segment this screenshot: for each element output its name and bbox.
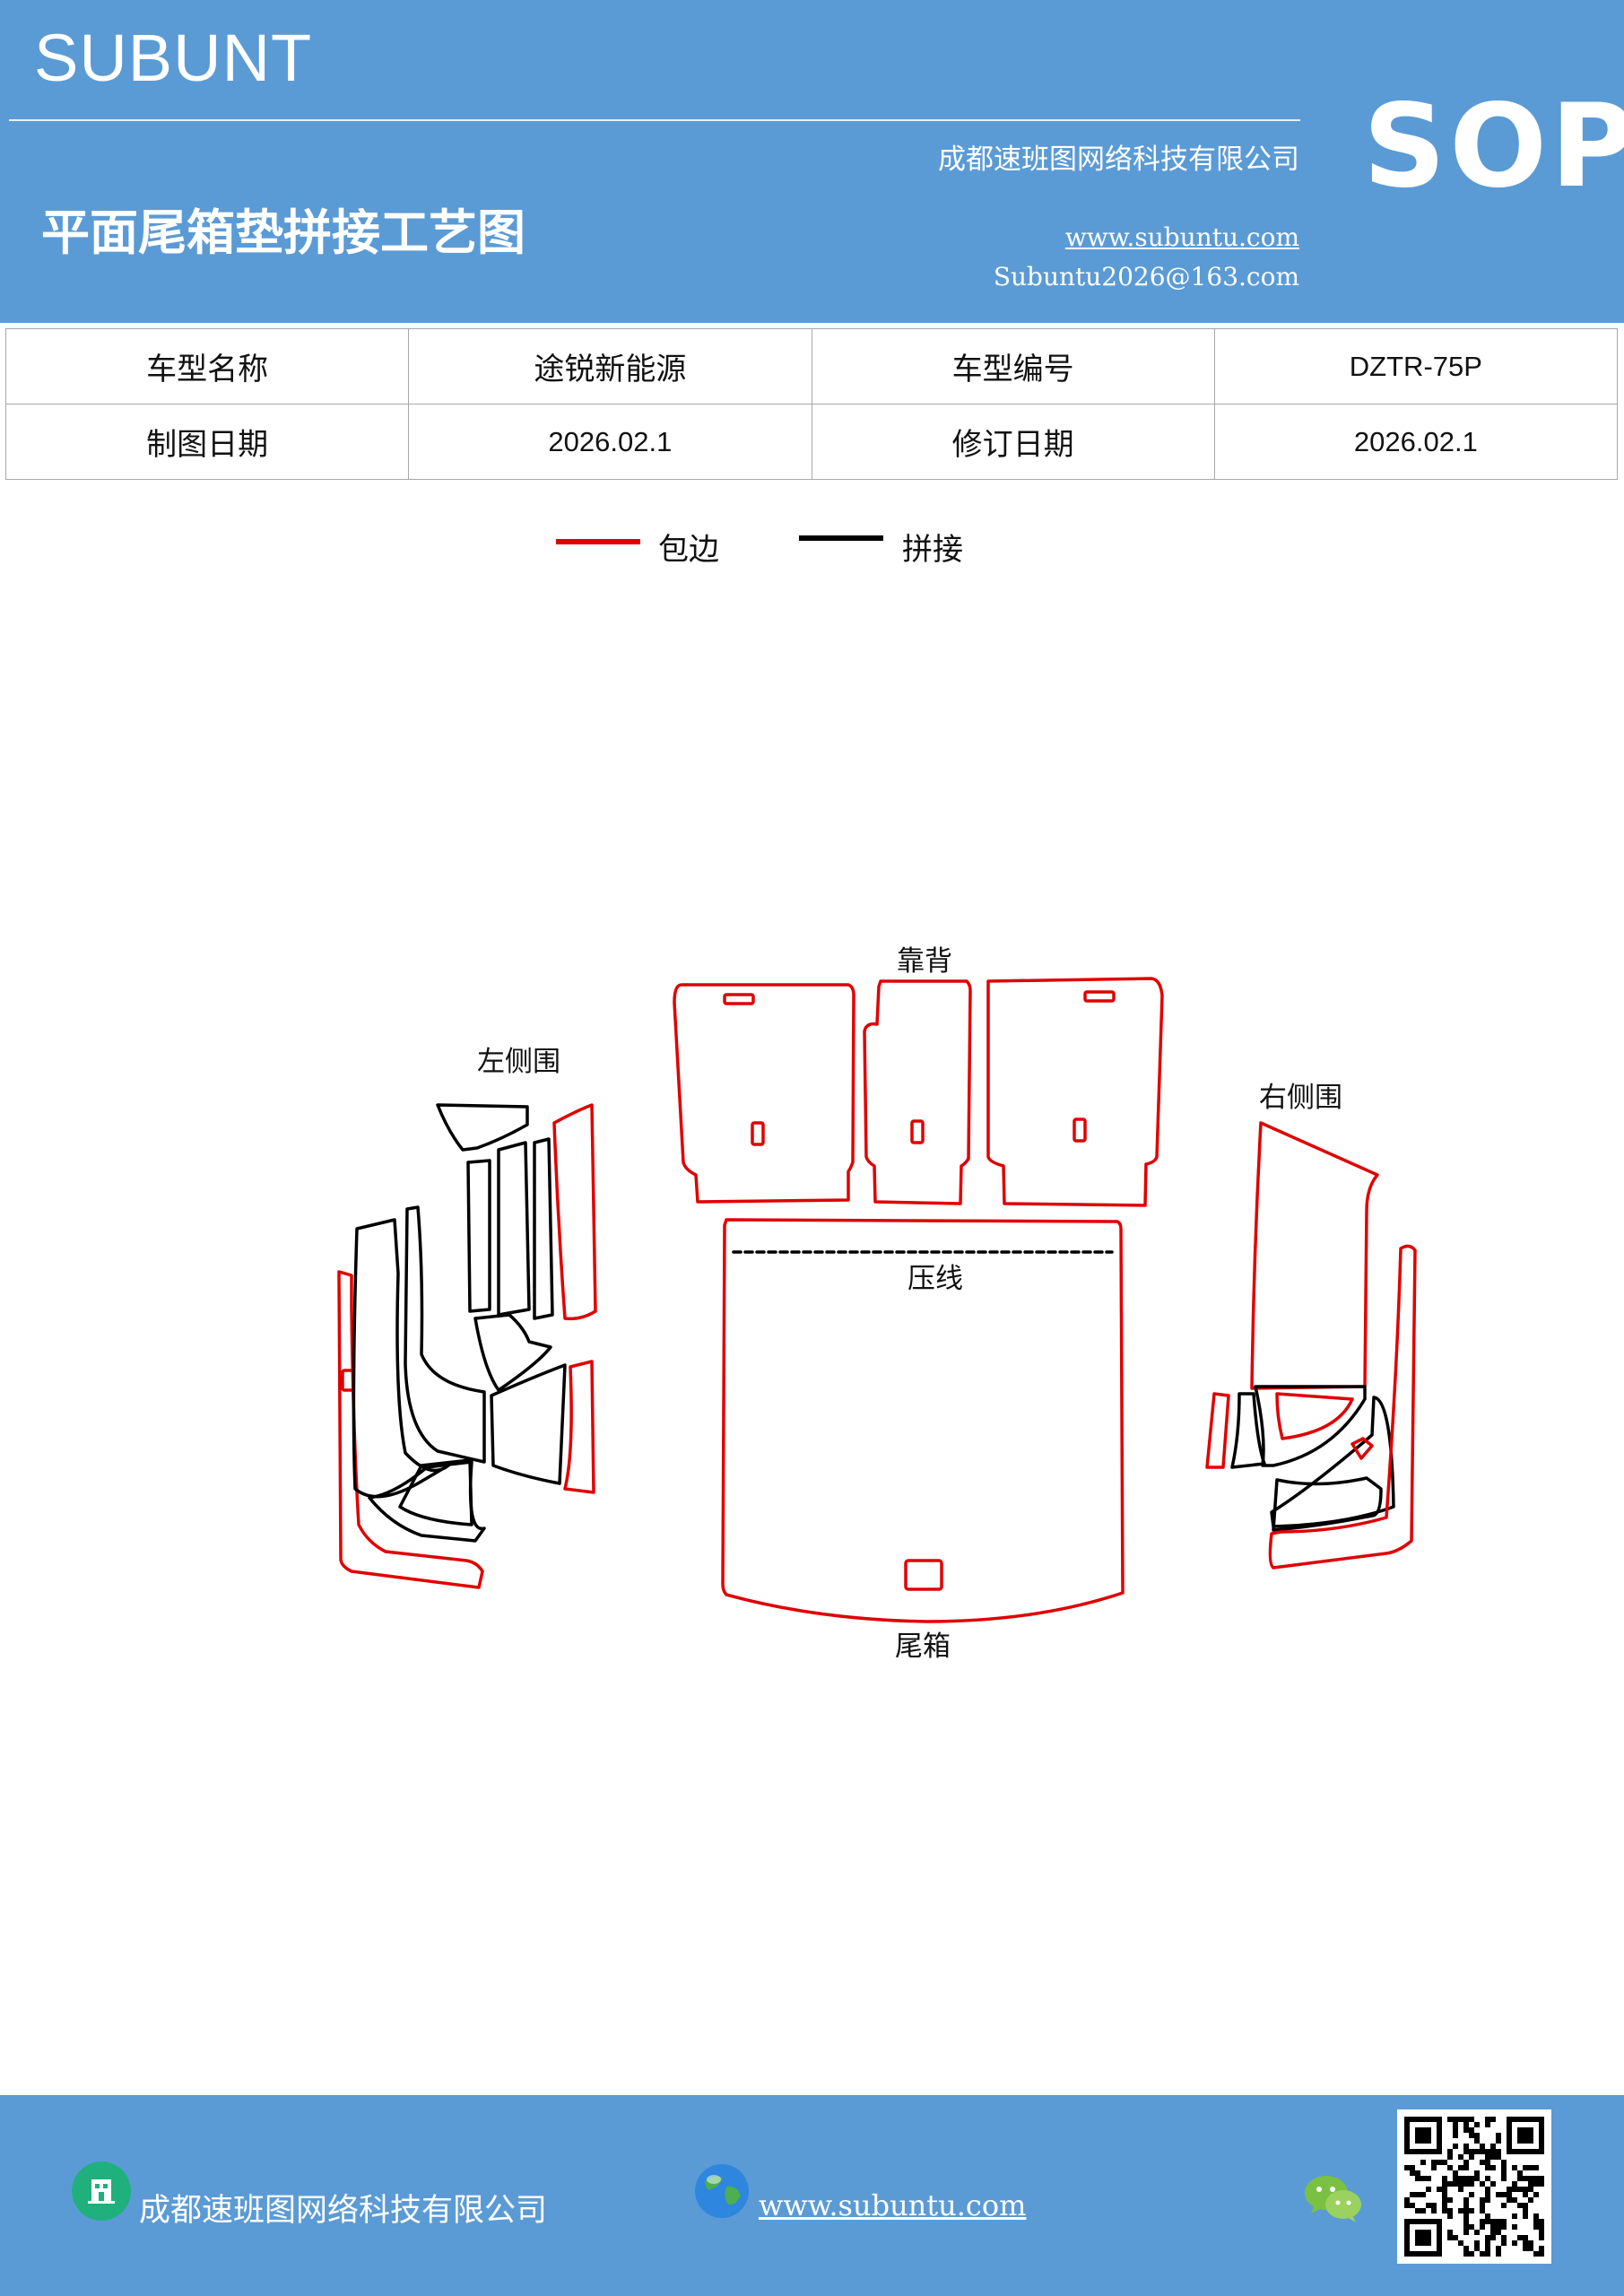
label-trunk: 尾箱 [895,1631,951,1663]
vehicle-info-table: 车型名称 途锐新能源 车型编号 DZTR-75P 制图日期 2026.02.1 … [4,328,1619,480]
right-side-inner-cutout [1275,1392,1354,1440]
left-side-bottom-wedge [398,1458,473,1526]
left-side-mid-block-a [473,1313,552,1392]
left-side-strip-1 [466,1159,491,1313]
label-backrest: 靠背 [897,945,952,978]
header-banner: SUBUNT 成都速班图网络科技有限公司 平面尾箱垫拼接工艺图 www.subu… [0,0,1624,323]
footer-banner: 成都速班图网络科技有限公司 www.subuntu.com [0,2095,1624,2296]
globe-icon [692,2161,751,2221]
footer-company-name: 成都速班图网络科技有限公司 [139,2193,548,2229]
model-name-label: 车型名称 [4,328,410,404]
building-icon [72,2161,131,2221]
model-code-value: DZTR-75P [1213,328,1619,404]
left-side-strip-3 [533,1137,554,1320]
left-side-right-strip [552,1103,597,1321]
legend-label-splice: 拼接 [902,532,963,568]
right-side-lower-frame [1254,1385,1367,1467]
backrest-right-hole [1073,1118,1087,1143]
backrest-center-piece [863,979,972,1205]
left-side-strip-2 [497,1141,531,1317]
left-side-mid-block-b [490,1363,567,1485]
company-name: 成都速班图网络科技有限公司 [938,144,1299,176]
email-address[interactable]: Subuntu2026@163.com [993,262,1299,291]
backrest-left-piece [673,983,855,1204]
pattern-drawing: 靠背 左侧围 右侧围 压线 尾箱 [337,945,1417,1663]
label-crease: 压线 [908,1263,963,1295]
label-right-side: 右侧围 [1259,1082,1342,1114]
left-side-top-triangle [436,1103,529,1152]
legend: 包边 拼接 [0,525,1624,578]
table-row: 制图日期 2026.02.1 修订日期 2026.02.1 [4,404,1619,480]
document-title: 平面尾箱垫拼接工艺图 [41,204,525,261]
revise-date-label: 修订日期 [811,404,1215,480]
model-name-value: 途锐新能源 [408,328,812,404]
backrest-center-hole [910,1119,925,1144]
backrest-right-piece [986,977,1164,1207]
backrest-left-hole [751,1121,765,1146]
legend-label-edge-binding: 包边 [658,532,719,568]
legend-swatch-edge-binding [556,539,640,544]
right-side-small-wedge [1230,1392,1266,1469]
sop-badge: SOP [1363,80,1624,213]
left-side-long-strip-b [404,1205,486,1464]
draw-date-value: 2026.02.1 [408,404,812,480]
right-side-small-slot [1350,1437,1374,1460]
trunk-main-piece [721,1218,1125,1623]
backrest-right-slot [1083,990,1116,1003]
legend-swatch-splice [799,535,883,541]
qr-code[interactable] [1397,2109,1551,2264]
left-side-long-strip-a [352,1218,450,1499]
left-side-right-lower [563,1360,595,1494]
table-row: 车型名称 途锐新能源 车型编号 DZTR-75P [4,328,1619,404]
header-divider [9,119,1300,121]
right-side-outer-strip [1268,1244,1417,1570]
brand-name: SUBUNT [34,21,313,95]
trunk-handle-slot [904,1559,943,1591]
right-side-thin-strip [1205,1392,1230,1469]
label-left-side: 左侧围 [477,1046,560,1078]
footer-website-link[interactable]: www.subuntu.com [759,2188,1027,2222]
right-side-lower-strip [1272,1476,1383,1532]
right-side-large-panel [1250,1121,1379,1390]
model-code-label: 车型编号 [811,328,1215,404]
wechat-icon[interactable] [1302,2170,1365,2224]
draw-date-label: 制图日期 [4,404,410,480]
left-side-lower-piece [368,1460,486,1543]
revise-date-value: 2026.02.1 [1213,404,1619,480]
backrest-left-slot [723,993,755,1005]
website-link[interactable]: www.subuntu.com [1064,222,1299,252]
